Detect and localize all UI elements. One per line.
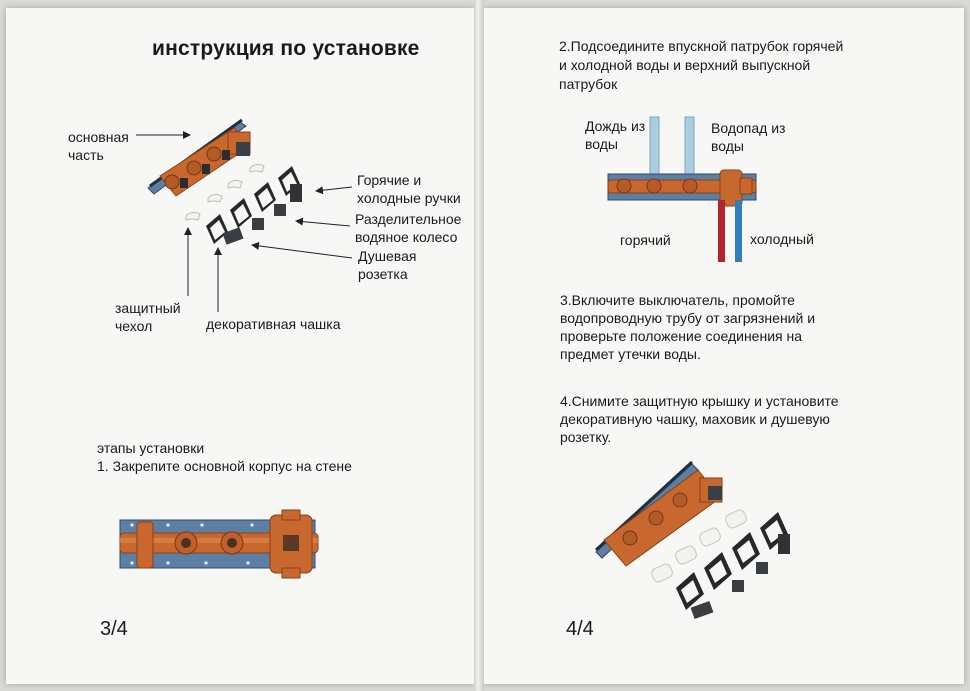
label-rosette-line2: розетка [358, 266, 408, 282]
step-2-line2: и холодной воды и верхний выпускной [559, 57, 811, 73]
label-rain-line2: воды [585, 136, 618, 152]
label-handles-line2: холодные ручки [357, 190, 461, 206]
step-4-line2: декоративную чашку, маховик и душевую [560, 411, 830, 427]
step-3-line4: предмет утечки воды. [560, 346, 701, 362]
label-waterfall-line2: воды [711, 138, 744, 154]
label-rain-line1: Дождь из [585, 118, 646, 134]
label-diverter-line1: Разделительное [355, 211, 462, 227]
main-body-assembly [147, 118, 251, 197]
label-main-part-line1: основная [68, 129, 129, 145]
protective-covers [185, 163, 265, 221]
label-diverter-line2: водяное колесо [355, 229, 458, 245]
step-4-line3: розетку. [560, 429, 612, 445]
step-3-line2: водопроводную трубу от загрязнений и [560, 310, 816, 326]
step-2-line1: 2.Подсоедините впускной патрубок горячей [559, 38, 844, 54]
page-number-right: 4/4 [566, 618, 594, 640]
steps-heading: этапы установки [97, 440, 205, 456]
step-3-line3: проверьте положение соединения на [560, 328, 802, 344]
step-4-line1: 4.Снимите защитную крышку и установите [560, 393, 839, 409]
page-number-left: 3/4 [100, 618, 128, 640]
label-hot: горячий [620, 232, 671, 248]
label-handles-line1: Горячие и [357, 172, 422, 188]
label-cover-line1: защитный [115, 300, 181, 316]
page-title: инструкция по установке [152, 37, 420, 60]
label-main-part-line2: часть [68, 147, 104, 163]
leader-arrows [136, 131, 353, 312]
step-2-line3: патрубок [559, 76, 618, 92]
hot-inlet-pipe [718, 200, 725, 262]
step-1-text: 1. Закрепите основной корпус на стене [97, 458, 352, 474]
label-waterfall-line1: Водопад из [711, 120, 786, 136]
step-3-line1: 3.Включите выключатель, промойте [560, 292, 795, 308]
label-rosette-line1: Душевая [358, 248, 417, 264]
cold-inlet-pipe [735, 200, 742, 262]
label-cover-line2: чехол [115, 318, 153, 334]
label-cold: холодный [750, 231, 814, 247]
handles-and-fittings [222, 184, 302, 245]
label-cup: декоративная чашка [206, 316, 341, 332]
book-spine [474, 0, 484, 691]
